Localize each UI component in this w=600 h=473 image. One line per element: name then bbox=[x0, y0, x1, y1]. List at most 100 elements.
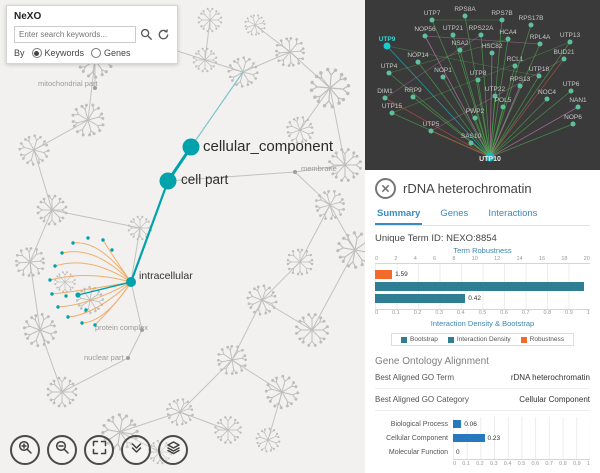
selected-term-nodes[interactable] bbox=[126, 138, 200, 288]
term-label-nuclear-part[interactable]: nuclear part bbox=[84, 353, 124, 362]
hub-gene-node[interactable] bbox=[485, 152, 495, 162]
gene-label[interactable]: POL5 bbox=[494, 97, 512, 104]
gene-node[interactable] bbox=[382, 95, 388, 101]
bootstrap-bar[interactable] bbox=[375, 282, 584, 291]
gene-node[interactable] bbox=[536, 73, 542, 79]
app-title: NeXO bbox=[14, 11, 42, 22]
zoom-in-button[interactable] bbox=[10, 435, 40, 465]
gene-node[interactable] bbox=[472, 115, 478, 121]
gene-label[interactable]: UTP10 bbox=[479, 156, 501, 163]
term-label-mitochondrial-part[interactable]: mitochondrial part bbox=[38, 79, 98, 88]
gene-node[interactable] bbox=[478, 32, 484, 38]
gene-node[interactable] bbox=[428, 128, 434, 134]
gene-node[interactable] bbox=[492, 93, 498, 99]
gene-label[interactable]: HSC82 bbox=[481, 43, 503, 50]
gene-label[interactable]: NOP6 bbox=[564, 114, 582, 121]
gene-label[interactable]: UTP15 bbox=[381, 103, 403, 110]
gene-node[interactable] bbox=[450, 32, 456, 38]
gene-node[interactable] bbox=[440, 74, 446, 80]
fit-to-screen-icon bbox=[92, 440, 107, 460]
gene-node[interactable] bbox=[500, 104, 506, 110]
tab-interactions[interactable]: Interactions bbox=[488, 208, 538, 219]
gene-node[interactable] bbox=[389, 110, 395, 116]
gene-label[interactable]: RPS13 bbox=[509, 76, 531, 83]
gene-node[interactable] bbox=[544, 96, 550, 102]
layers-button[interactable] bbox=[158, 435, 188, 465]
gene-label[interactable]: BUD21 bbox=[553, 49, 575, 56]
gene-label[interactable]: PWP2 bbox=[465, 108, 485, 115]
gene-node[interactable] bbox=[383, 42, 391, 50]
gene-node[interactable] bbox=[561, 56, 567, 62]
gene-label[interactable]: RPL4A bbox=[529, 34, 551, 41]
gene-label[interactable]: UTP9 bbox=[378, 36, 396, 43]
gene-node[interactable] bbox=[517, 83, 523, 89]
tab-summary[interactable]: Summary bbox=[375, 208, 423, 225]
gene-label[interactable]: RCL1 bbox=[506, 56, 524, 63]
term-label-cellular-component[interactable]: cellular_component bbox=[203, 138, 334, 155]
gene-label[interactable]: NOC4 bbox=[537, 89, 557, 96]
search-icon[interactable] bbox=[140, 28, 153, 41]
radio-genes[interactable]: Genes bbox=[91, 48, 131, 58]
gene-node[interactable] bbox=[489, 50, 495, 56]
gene-label[interactable]: UTP5 bbox=[422, 121, 440, 128]
gene-network[interactable]: UTP7 RPS8A RPS7B RPS17B UTP9 NOP56 UTP21 RPS22A… bbox=[365, 0, 600, 170]
gene-node[interactable] bbox=[457, 47, 463, 53]
gene-node[interactable] bbox=[567, 39, 573, 45]
gene-node[interactable] bbox=[537, 41, 543, 47]
gene-label[interactable]: UTP7 bbox=[423, 10, 441, 17]
axis-tick: 0.9 bbox=[565, 310, 573, 316]
gene-node[interactable] bbox=[475, 77, 481, 83]
reset-icon[interactable] bbox=[157, 28, 170, 41]
gene-node[interactable] bbox=[575, 104, 581, 110]
close-icon[interactable] bbox=[375, 178, 396, 199]
gene-label[interactable]: RPS22A bbox=[468, 25, 494, 32]
tab-genes[interactable]: Genes bbox=[440, 208, 469, 219]
gene-label[interactable]: RPS17B bbox=[518, 15, 544, 22]
gene-label[interactable]: UTP6 bbox=[562, 81, 580, 88]
gene-label[interactable]: NAN1 bbox=[569, 97, 587, 104]
gene-label[interactable]: RPS7B bbox=[491, 10, 513, 17]
gene-label[interactable]: HCA4 bbox=[499, 29, 517, 36]
gene-label[interactable]: NSA2 bbox=[451, 40, 469, 47]
gene-label[interactable]: DIM1 bbox=[377, 88, 393, 95]
gene-label[interactable]: NOP14 bbox=[407, 52, 429, 59]
fit-to-screen-button[interactable] bbox=[84, 435, 114, 465]
radio-keywords[interactable]: Keywords bbox=[31, 48, 84, 58]
gene-label[interactable]: UTP8 bbox=[469, 70, 487, 77]
gene-label[interactable]: RPS8A bbox=[454, 6, 476, 13]
gene-node[interactable] bbox=[429, 17, 435, 23]
search-input[interactable] bbox=[14, 26, 136, 43]
gene-label[interactable]: RRP9 bbox=[404, 87, 422, 94]
term-label-intracellular[interactable]: intracellular bbox=[139, 270, 193, 282]
gene-label[interactable]: NOP56 bbox=[414, 26, 436, 33]
gene-label[interactable]: UTP13 bbox=[559, 32, 581, 39]
gene-node[interactable] bbox=[422, 33, 428, 39]
gene-label[interactable]: NOP1 bbox=[434, 67, 452, 74]
term-label-membrane[interactable]: membrane bbox=[301, 164, 337, 173]
collapse-button[interactable] bbox=[121, 435, 151, 465]
term-label-cell-part[interactable]: cell part bbox=[181, 172, 229, 187]
gene-node[interactable] bbox=[468, 140, 474, 146]
gene-node[interactable] bbox=[410, 94, 416, 100]
gene-node[interactable] bbox=[512, 63, 518, 69]
gene-label[interactable]: UTP18 bbox=[528, 66, 550, 73]
gene-node[interactable] bbox=[505, 36, 511, 42]
gene-label[interactable]: UTP22 bbox=[484, 86, 506, 93]
gene-node[interactable] bbox=[568, 88, 574, 94]
interaction-density-bar[interactable] bbox=[375, 294, 466, 303]
gene-label[interactable]: SAS10 bbox=[460, 133, 482, 140]
gene-label[interactable]: UTP21 bbox=[442, 25, 464, 32]
zoom-out-button[interactable] bbox=[47, 435, 77, 465]
term-title: rDNA heterochromatin bbox=[403, 181, 532, 196]
gene-node[interactable] bbox=[386, 70, 392, 76]
gene-node[interactable] bbox=[528, 22, 534, 28]
robustness-bar[interactable] bbox=[375, 270, 393, 279]
gene-node[interactable] bbox=[415, 59, 421, 65]
gene-node[interactable] bbox=[499, 17, 505, 23]
gene-node[interactable] bbox=[462, 13, 468, 19]
gene-node[interactable] bbox=[570, 121, 576, 127]
term-label-protein-complex[interactable]: protein complex bbox=[95, 323, 148, 332]
gene-label[interactable]: UTP4 bbox=[380, 63, 398, 70]
zoom-out-icon bbox=[55, 440, 70, 460]
